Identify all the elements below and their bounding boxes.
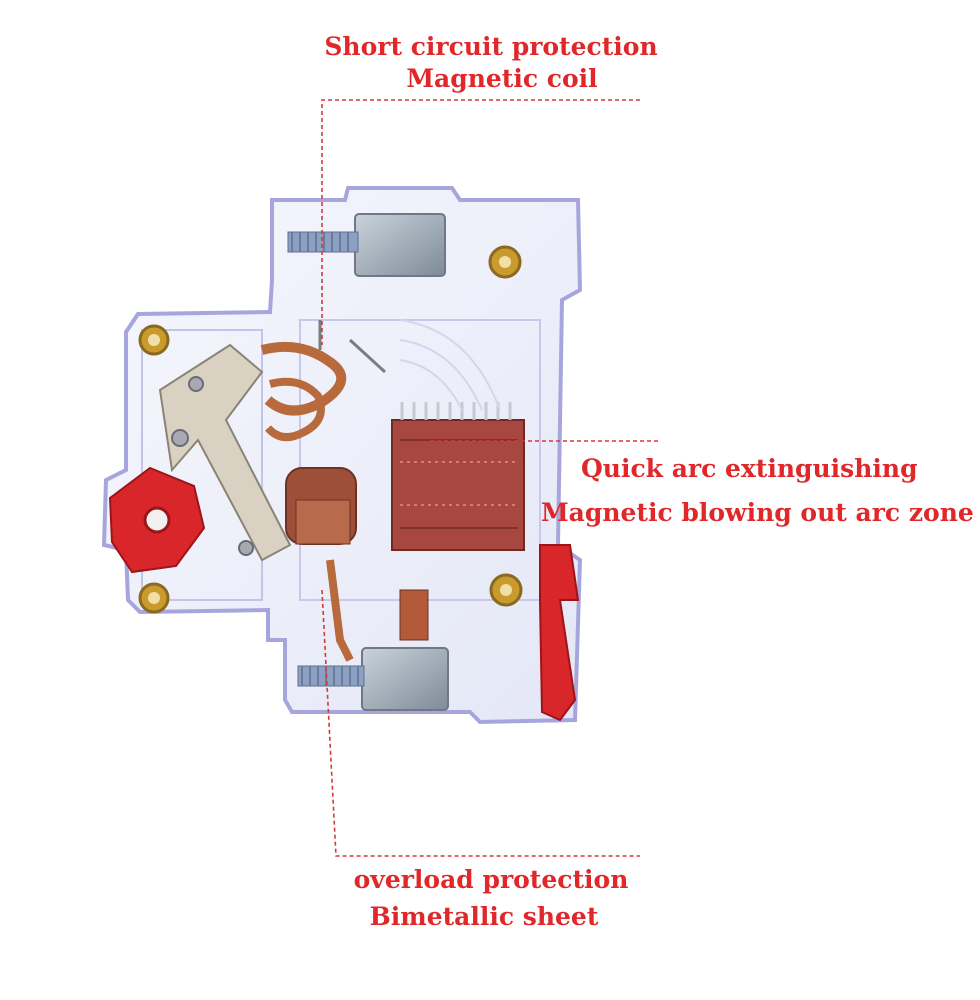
arc-guides	[399, 319, 501, 411]
arc-chute	[391, 402, 525, 551]
trip-indicator	[539, 544, 580, 722]
overload-title: overload protection	[353, 865, 629, 894]
trip-mechanism	[158, 343, 292, 562]
top-terminal	[287, 213, 446, 277]
arc-extinguishing-title: Quick arc extinguishing	[581, 454, 918, 483]
arc-zone-label: Magnetic blowing out arc zone	[541, 498, 974, 527]
rivets	[138, 245, 523, 614]
magnetic-coil-label: Magnetic coil	[406, 64, 598, 93]
bimetallic-sheet-label: Bimetallic sheet	[369, 902, 599, 931]
short-circuit-title: Short circuit protection	[324, 32, 658, 61]
operating-handle[interactable]	[108, 466, 206, 574]
bottom-terminal	[297, 647, 449, 711]
magnetic-coil	[260, 320, 387, 545]
leader-line-short-circuit	[321, 99, 640, 345]
leader-line-overload	[321, 589, 640, 857]
bimetallic-sheet	[326, 559, 429, 662]
